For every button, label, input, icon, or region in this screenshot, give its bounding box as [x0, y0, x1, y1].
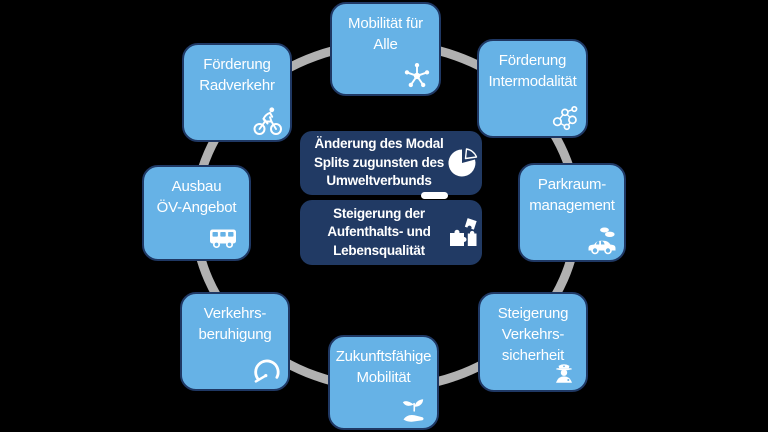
node-parkraummanagement: Parkraum- management — [518, 163, 626, 262]
police-officer-icon — [549, 356, 579, 386]
node-label: Ausbau ÖV-Angebot — [156, 178, 237, 216]
node-label: Mobilität für Alle — [348, 15, 423, 53]
node-foerderung-radverkehr: Förderung Radverkehr — [182, 43, 292, 142]
node-foerderung-intermodalitaet: Förderung Intermodalität — [477, 39, 588, 138]
puzzle-pieces-icon — [446, 216, 480, 250]
hand-plant-icon — [398, 392, 430, 424]
node-zukunftsfaehige-mobilitaet: Zukunftsfähige Mobilität — [328, 335, 439, 430]
goal-label: Steigerung der Aufenthalts- und Lebensqu… — [327, 205, 431, 258]
pie-chart-icon — [444, 145, 480, 181]
hub-network-icon — [402, 60, 432, 90]
connected-nodes-icon — [549, 102, 579, 132]
car-coins-icon — [585, 224, 617, 256]
goal-lebensqualitaet: Steigerung der Aufenthalts- und Lebensqu… — [300, 200, 482, 265]
node-label: Förderung Radverkehr — [199, 56, 275, 94]
node-mobilitaet-fuer-alle: Mobilität für Alle — [330, 2, 441, 96]
node-label: Zukunftsfähige Mobilität — [335, 348, 432, 386]
node-label: Parkraum- management — [529, 176, 615, 214]
divider-pill — [421, 192, 448, 199]
goal-label: Änderung des Modal Splits zugunsten des … — [313, 136, 444, 189]
node-ausbau-oev-angebot: Ausbau ÖV-Angebot — [142, 165, 251, 261]
node-steigerung-verkehrssicherheit: Steigerung Verkehrs- sicherheit — [478, 292, 588, 392]
bus-icon — [207, 221, 239, 253]
node-label: Förderung Intermodalität — [488, 52, 577, 90]
node-label: Steigerung Verkehrs- sicherheit — [497, 305, 569, 364]
speedometer-icon — [251, 355, 281, 385]
node-verkehrsberuhigung: Verkehrs- beruhigung — [180, 292, 290, 391]
goal-modal-split: Änderung des Modal Splits zugunsten des … — [300, 131, 482, 195]
node-label: Verkehrs- beruhigung — [198, 305, 272, 343]
bicycle-icon — [251, 104, 283, 136]
